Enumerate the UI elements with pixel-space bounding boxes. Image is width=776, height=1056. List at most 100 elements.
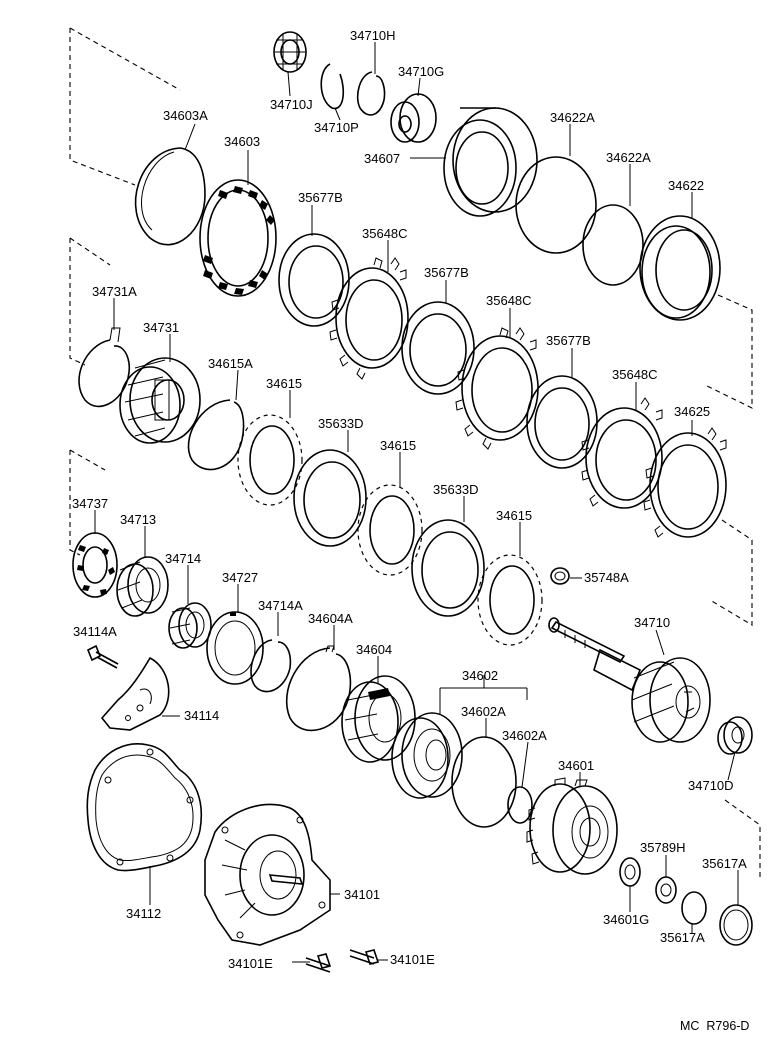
label-35677B-2: 35677B: [424, 265, 469, 280]
bearing-34710D: [717, 716, 753, 755]
label-34101E-1: 34101E: [228, 956, 273, 971]
o-ring-34602A-large: [451, 736, 517, 828]
label-35789H: 35789H: [640, 840, 686, 855]
intermediate-shaft-34710: [548, 617, 711, 743]
wave-plate-34615-3: [477, 554, 543, 646]
diagram-code: MC R796-D: [680, 1019, 749, 1033]
label-34603: 34603: [224, 134, 260, 149]
label-34710: 34710: [634, 615, 670, 630]
clutch-disc-35633D-1: [293, 449, 367, 547]
label-34101E-2: 34101E: [390, 952, 435, 967]
label-34602A-2: 34602A: [502, 728, 547, 743]
label-34710D: 34710D: [688, 778, 734, 793]
clutch-plate-35648C-2: [455, 327, 539, 450]
label-34615-2: 34615: [380, 438, 416, 453]
piston-34602: [391, 712, 463, 799]
label-34714A: 34714A: [258, 598, 303, 613]
flange-34625: [643, 427, 727, 538]
piston-34622: [639, 215, 721, 321]
label-34615-1: 34615: [266, 376, 302, 391]
label-34622A-1: 34622A: [550, 110, 595, 125]
clutch-drum-34607: [443, 107, 538, 217]
o-ring-34622A-small: [582, 204, 644, 286]
label-35748A: 35748A: [584, 570, 629, 585]
label-35677B-1: 35677B: [298, 190, 343, 205]
seal-ring-35617A-2: [719, 904, 753, 946]
bearing-race-34713: [116, 556, 169, 617]
label-34602A-1: 34602A: [461, 704, 506, 719]
label-34622: 34622: [668, 178, 704, 193]
gasket-34112: [86, 743, 203, 872]
label-34602: 34602: [462, 668, 498, 683]
oil-plate-34114: [100, 656, 170, 731]
label-34604A: 34604A: [308, 611, 353, 626]
label-34713: 34713: [120, 512, 156, 527]
leader-lines: [94, 42, 739, 963]
label-34625: 34625: [674, 404, 710, 419]
label-34710H: 34710H: [350, 28, 396, 43]
snap-ring-34714A: [250, 639, 292, 693]
seal-35789H: [655, 876, 677, 904]
wave-plate-34615-1: [237, 414, 303, 506]
thrust-washer-34601G: [619, 857, 641, 887]
label-35648C-3: 35648C: [612, 367, 658, 382]
snap-ring-34731A: [78, 327, 130, 408]
label-34710G: 34710G: [398, 64, 444, 79]
part-labels: 34710H 34710G 34710J 34710P 34603A 34603…: [72, 28, 747, 971]
label-35617A-2: 35617A: [660, 930, 705, 945]
label-34615A: 34615A: [208, 356, 253, 371]
label-35633D-1: 35633D: [318, 416, 364, 431]
label-34603A: 34603A: [163, 108, 208, 123]
wave-plate-34615-2: [357, 484, 423, 576]
label-34607: 34607: [364, 151, 400, 166]
thrust-washer-34737: [72, 532, 118, 598]
clutch-drum-34601: [526, 777, 618, 875]
label-34114: 34114: [184, 708, 219, 723]
sun-gear-34604: [341, 675, 416, 763]
label-35617A-1: 35617A: [702, 856, 747, 871]
assembly-guide-lines: [69, 27, 761, 880]
label-34101: 34101: [344, 887, 380, 902]
thrust-bearing-34727: [206, 611, 264, 685]
snap-ring-34710P: [356, 71, 386, 116]
bearing-34710H: [273, 31, 307, 73]
label-34601: 34601: [558, 758, 594, 773]
label-35648C-1: 35648C: [362, 226, 408, 241]
bolt-34101E-2: [349, 949, 380, 965]
bearing-34714: [168, 602, 212, 649]
seal-ring-35617A-1: [681, 891, 707, 925]
label-34601G: 34601G: [603, 912, 649, 927]
bearing-34710G: [390, 93, 437, 143]
snap-ring-34710J: [320, 63, 345, 110]
o-ring-34602A-small: [507, 786, 533, 824]
clutch-hub-34731: [119, 357, 201, 444]
snap-ring-34604A: [285, 645, 352, 732]
clutch-disc-35633D-2: [411, 519, 485, 617]
label-34737: 34737: [72, 496, 108, 511]
one-way-clutch-34603: [199, 179, 277, 297]
label-35648C-2: 35648C: [486, 293, 532, 308]
label-34714: 34714: [165, 551, 201, 566]
clutch-plate-35648C-1: [329, 257, 409, 380]
label-34710J: 34710J: [270, 97, 313, 112]
label-34622A-2: 34622A: [606, 150, 651, 165]
label-34710P: 34710P: [314, 120, 359, 135]
clutch-plate-35648C-3: [581, 397, 663, 509]
bolt-34114A: [86, 644, 119, 669]
clutch-disc-35677B-2: [401, 301, 475, 395]
label-34615-3: 34615: [496, 508, 532, 523]
transmission-case-34101: [204, 803, 331, 946]
bolt-34101E-1: [305, 953, 332, 973]
o-ring-34622A-large: [515, 156, 597, 254]
label-35633D-2: 35633D: [433, 482, 479, 497]
label-34112: 34112: [126, 906, 161, 921]
clutch-disc-35677B-1: [278, 233, 350, 327]
label-35677B-3: 35677B: [546, 333, 591, 348]
label-34604: 34604: [356, 642, 392, 657]
snap-ring-34603A: [134, 147, 206, 246]
ring-35748A: [550, 567, 570, 585]
label-34727: 34727: [222, 570, 258, 585]
label-34114A: 34114A: [73, 624, 117, 639]
